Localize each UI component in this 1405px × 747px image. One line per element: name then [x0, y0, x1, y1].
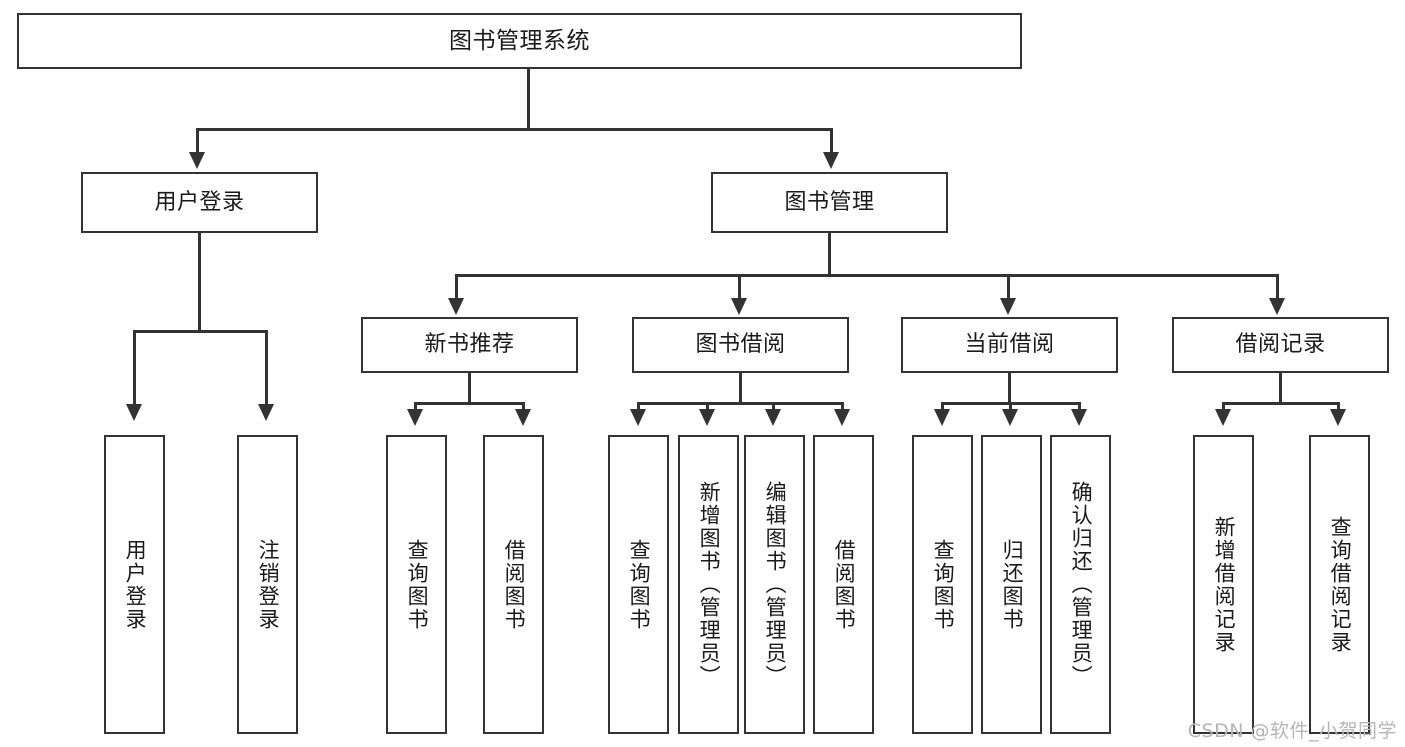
node-label: 编辑图书（管理员） [763, 481, 788, 688]
arrowhead-to-user-login [189, 152, 205, 169]
arrowhead-current-borrow-child-3 [1071, 409, 1087, 426]
connector-user-login-trunk [198, 233, 201, 332]
arrowhead-book-borrow-child-4 [834, 409, 850, 426]
connector-book-borrow-bar [637, 402, 844, 405]
node-label: 当前借阅 [964, 332, 1055, 358]
connector-root-trunk [527, 69, 530, 130]
arrowhead-to-borrow-record [1269, 298, 1285, 315]
arrowhead-new-book-child-1 [407, 409, 423, 426]
arrowhead-borrow-record-child-1 [1215, 409, 1231, 426]
node-label: 归还图书 [1000, 538, 1025, 631]
connector-borrow-record-trunk [1279, 373, 1282, 404]
node-label: 借阅图书 [502, 538, 527, 631]
node-leaf-logout[interactable]: 注销登录 [237, 435, 298, 734]
connector-borrow-record-bar [1222, 402, 1340, 405]
connector-new-book-bar [414, 402, 525, 405]
node-leaf-edit-book-admin[interactable]: 编辑图书（管理员） [744, 435, 805, 734]
connector-level2-bar [455, 274, 1279, 277]
node-new-book-recommend[interactable]: 新书推荐 [361, 317, 578, 373]
arrowhead-user-login-child-1 [126, 404, 142, 421]
node-leaf-confirm-return-admin[interactable]: 确认归还（管理员） [1050, 435, 1111, 734]
connector-to-book-borrow [738, 274, 741, 304]
node-label: 用户登录 [123, 538, 148, 631]
node-label: 图书借阅 [695, 332, 786, 358]
connector-book-borrow-trunk [739, 373, 742, 404]
node-leaf-add-borrow-record[interactable]: 新增借阅记录 [1193, 435, 1254, 734]
node-label: 图书管理系统 [449, 27, 590, 54]
node-label: 新书推荐 [424, 332, 515, 358]
arrowhead-book-borrow-child-1 [630, 409, 646, 426]
arrowhead-new-book-child-2 [515, 409, 531, 426]
connector-to-book-management [830, 128, 833, 158]
connector-new-book-trunk [468, 373, 471, 404]
arrowhead-book-borrow-child-2 [699, 409, 715, 426]
connector-user-login-bar [133, 330, 267, 333]
node-label: 新增借阅记录 [1212, 515, 1237, 654]
connector-to-user-login [196, 128, 199, 158]
node-user-login[interactable]: 用户登录 [81, 172, 318, 233]
connector-book-management-trunk [828, 233, 831, 276]
node-label: 借阅图书 [832, 538, 857, 631]
node-borrow-record[interactable]: 借阅记录 [1172, 317, 1389, 373]
node-leaf-query-book-borrow[interactable]: 查询图书 [608, 435, 669, 734]
node-label: 查询图书 [931, 538, 956, 631]
arrowhead-borrow-record-child-2 [1330, 409, 1346, 426]
csdn-watermark: CSDN @软件_小贺同学 [1187, 720, 1397, 742]
node-current-borrow[interactable]: 当前借阅 [901, 317, 1118, 373]
arrowhead-to-current-borrow [1000, 298, 1016, 315]
arrowhead-current-borrow-child-1 [934, 409, 950, 426]
arrowhead-user-login-child-2 [258, 404, 274, 421]
connector-user-login-child-1 [133, 330, 136, 410]
node-label: 查询图书 [627, 538, 652, 631]
node-leaf-borrow-book[interactable]: 借阅图书 [813, 435, 874, 734]
node-label: 用户登录 [154, 189, 245, 215]
node-label: 注销登录 [256, 538, 281, 631]
node-leaf-borrow-book-new[interactable]: 借阅图书 [483, 435, 544, 734]
node-leaf-query-book-new[interactable]: 查询图书 [386, 435, 447, 734]
arrowhead-to-book-management [823, 152, 839, 169]
node-label: 查询借阅记录 [1328, 515, 1353, 654]
connector-level1-bar [196, 128, 833, 131]
node-root-book-management-system[interactable]: 图书管理系统 [17, 13, 1022, 69]
node-book-borrow[interactable]: 图书借阅 [632, 317, 849, 373]
connector-to-current-borrow [1007, 274, 1010, 304]
arrowhead-to-new-book [448, 298, 464, 315]
arrowhead-book-borrow-child-3 [765, 409, 781, 426]
node-leaf-return-book[interactable]: 归还图书 [981, 435, 1042, 734]
connector-user-login-child-2 [265, 330, 268, 410]
node-label: 查询图书 [405, 538, 430, 631]
connector-to-borrow-record [1276, 274, 1279, 304]
node-leaf-add-book-admin[interactable]: 新增图书（管理员） [678, 435, 739, 734]
arrowhead-current-borrow-child-2 [1002, 409, 1018, 426]
node-leaf-user-login[interactable]: 用户登录 [104, 435, 165, 734]
connector-current-borrow-trunk [1008, 373, 1011, 404]
node-label: 确认归还（管理员） [1069, 481, 1094, 688]
node-label: 新增图书（管理员） [697, 481, 722, 688]
node-leaf-query-book-current[interactable]: 查询图书 [912, 435, 973, 734]
connector-to-new-book [455, 274, 458, 304]
node-label: 图书管理 [784, 189, 875, 215]
node-book-management[interactable]: 图书管理 [711, 172, 948, 233]
node-label: 借阅记录 [1235, 332, 1326, 358]
arrowhead-to-book-borrow [731, 298, 747, 315]
node-leaf-query-borrow-record[interactable]: 查询借阅记录 [1309, 435, 1370, 734]
